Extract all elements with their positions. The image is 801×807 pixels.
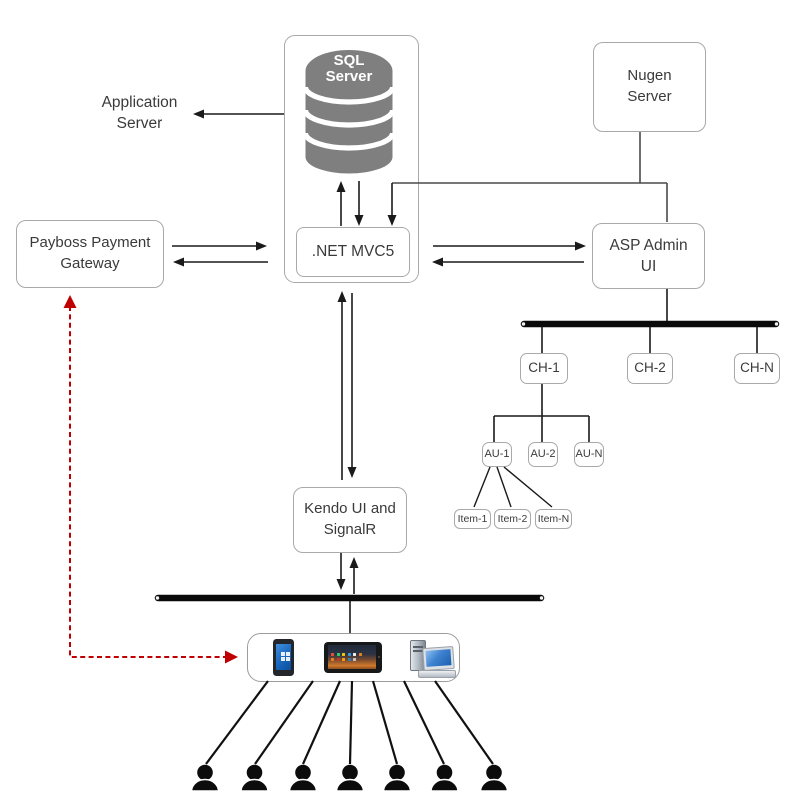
application-server-label: Application Server bbox=[101, 94, 178, 132]
bus-bar-admin bbox=[520, 320, 780, 328]
connector-devices-to-payboss-red bbox=[63, 295, 238, 664]
connector-ch-tree bbox=[493, 327, 758, 442]
payboss-gateway-label: Payboss Payment Gateway bbox=[29, 234, 151, 272]
arrows-mvc-kendo bbox=[337, 291, 357, 480]
node-net-mvc5: .NET MVC5 bbox=[296, 227, 410, 277]
node-ch-2: CH-2 bbox=[627, 353, 673, 384]
node-nugen-server: Nugen Server bbox=[593, 42, 706, 132]
bus-bar-clients bbox=[154, 594, 545, 602]
person-icon bbox=[190, 764, 220, 792]
node-au-n: AU-N bbox=[574, 442, 604, 467]
arrows-mvc-asp bbox=[432, 241, 586, 267]
user-icons-row bbox=[190, 764, 509, 792]
net-mvc5-label: .NET MVC5 bbox=[311, 243, 395, 261]
nugen-server-label: Nugen Server bbox=[627, 67, 672, 105]
person-icon bbox=[479, 764, 509, 792]
asp-admin-ui-label: ASP Admin UI bbox=[609, 236, 688, 275]
sql-server-label: SQL Server bbox=[325, 52, 373, 85]
node-item-2: Item-2 bbox=[494, 509, 531, 529]
person-icon bbox=[288, 764, 318, 792]
kendo-signalr-label: Kendo UI and SignalR bbox=[304, 500, 396, 538]
arrows-kendo-bus bbox=[336, 553, 359, 594]
desktop-computer-icon bbox=[408, 638, 458, 678]
tablet-camera-dot bbox=[378, 656, 380, 658]
tablet-icon bbox=[324, 642, 382, 673]
node-item-1: Item-1 bbox=[454, 509, 491, 529]
person-icon bbox=[382, 764, 412, 792]
node-item-n: Item-N bbox=[535, 509, 572, 529]
node-au-2: AU-2 bbox=[528, 442, 558, 467]
smartphone-icon bbox=[273, 639, 294, 676]
arrows-payboss-mvc bbox=[172, 241, 268, 267]
node-au-1: AU-1 bbox=[482, 442, 512, 467]
windows-logo-icon bbox=[281, 652, 285, 656]
database-icon bbox=[302, 50, 396, 174]
node-ch-1: CH-1 bbox=[520, 353, 568, 384]
node-kendo-signalr: Kendo UI and SignalR bbox=[293, 487, 407, 553]
node-payboss-gateway: Payboss Payment Gateway bbox=[16, 220, 164, 288]
fan-devices-to-users bbox=[205, 680, 494, 765]
node-asp-admin-ui: ASP Admin UI bbox=[592, 223, 705, 289]
person-icon bbox=[430, 764, 459, 792]
client-devices-box bbox=[247, 633, 460, 682]
connector-au-item-fan bbox=[473, 466, 553, 508]
connector-nugen-server bbox=[387, 132, 668, 226]
person-icon bbox=[335, 764, 365, 792]
person-icon bbox=[240, 764, 269, 792]
node-ch-n: CH-N bbox=[734, 353, 780, 384]
